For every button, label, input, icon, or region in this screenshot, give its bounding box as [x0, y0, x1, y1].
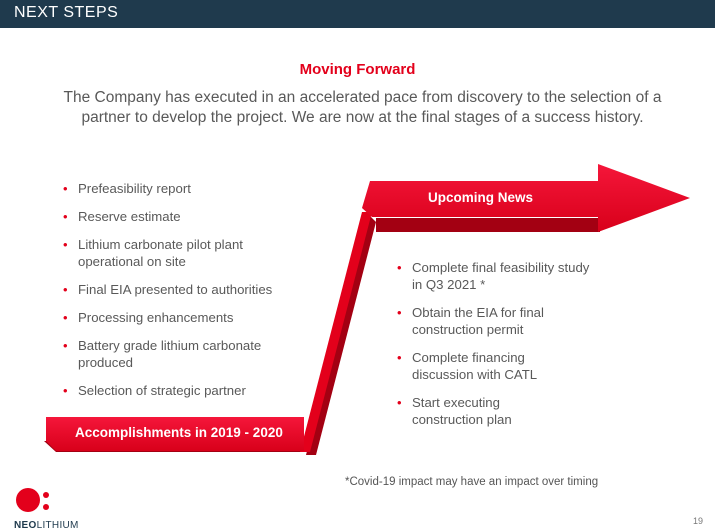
bullet-icon: • — [397, 395, 402, 410]
intro-paragraph: The Company has executed in an accelerat… — [63, 89, 662, 126]
header-bar: NEXT STEPS — [0, 0, 715, 28]
bullet-icon: • — [63, 237, 68, 252]
accomplishments-banner-label: Accomplishments in 2019 - 2020 — [75, 425, 283, 440]
bullet-icon: • — [397, 260, 402, 275]
list-item: •Selection of strategic partner — [63, 383, 246, 398]
list-item: •Start executing construction plan — [397, 395, 512, 427]
arrow-diagonal-band — [300, 212, 372, 452]
bullet-icon: • — [397, 305, 402, 320]
bullet-icon: • — [63, 282, 68, 297]
list-item: •Battery grade lithium carbonate produce… — [63, 338, 262, 370]
arrow-top-banner-shadow — [376, 218, 600, 232]
bullet-icon: • — [397, 350, 402, 365]
list-item: •Obtain the EIA for final construction p… — [397, 305, 544, 337]
neolithium-logo-icon — [16, 488, 49, 512]
list-item: •Final EIA presented to authorities — [63, 282, 273, 297]
upcoming-banner-label: Upcoming News — [428, 190, 534, 205]
logo-wordmark: NEOLITHIUM — [14, 520, 79, 531]
footnote: *Covid-19 impact may have an impact over… — [345, 476, 599, 488]
page-number: 19 — [693, 516, 704, 526]
list-item: •Prefeasibility report — [63, 181, 191, 196]
upcoming-news-list: •Complete final feasibility study in Q3 … — [397, 259, 607, 428]
bullet-icon: • — [63, 181, 68, 196]
bullet-icon: • — [63, 383, 68, 398]
upcoming-banner — [362, 164, 690, 232]
list-item: •Complete final feasibility study in Q3 … — [397, 260, 590, 292]
list-item: •Processing enhancements — [63, 310, 234, 325]
page-title: NEXT STEPS — [14, 4, 119, 21]
list-item: •Reserve estimate — [63, 209, 181, 224]
list-item: •Complete financing discussion with CATL — [397, 350, 538, 382]
section-headline: Moving Forward — [299, 61, 416, 78]
accomplishments-banner — [46, 417, 304, 451]
bullet-icon: • — [63, 310, 68, 325]
bullet-icon: • — [63, 209, 68, 224]
accomplishments-list: •Prefeasibility report •Reserve estimate… — [63, 180, 353, 399]
bullet-icon: • — [63, 338, 68, 353]
list-item: •Lithium carbonate pilot plant operation… — [63, 237, 243, 269]
